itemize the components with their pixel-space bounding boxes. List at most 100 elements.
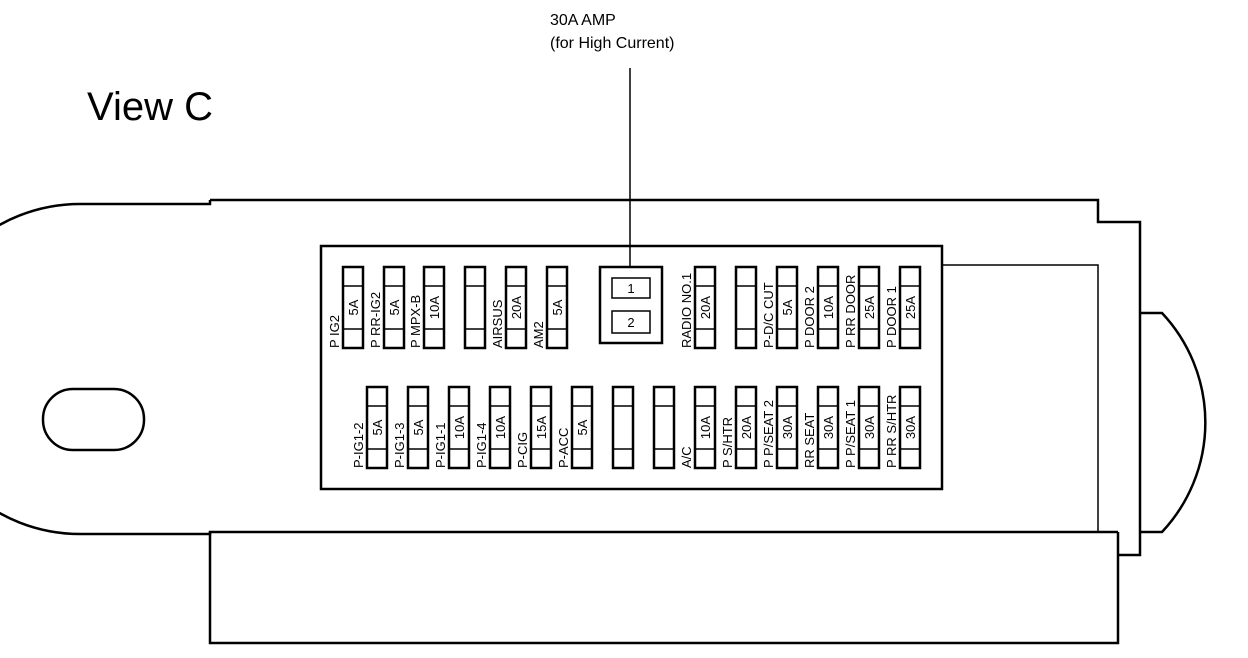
fuse-amp-rating: 20A [509,296,524,319]
fuse-circuit-label: AM2 [531,321,546,348]
relay-slot-1-number: 1 [627,281,634,296]
fuse-radio-no1: 20A RADIO NO.1 [679,265,717,350]
fuse-outline [463,265,487,350]
fuse-amp-rating: 10A [452,416,467,439]
mounting-hole [41,387,146,452]
relay-block [598,265,664,345]
fuse-outline [898,385,922,470]
fuse-outline [570,385,594,470]
fuse-rr-seat: 30A RR SEAT [802,385,840,470]
fuse-amp-rating: 10A [427,296,442,319]
housing-right-tab [1140,311,1207,534]
fuse-amp-rating: 15A [534,416,549,439]
fuse-outline [488,385,512,470]
fuse-outline [341,265,365,350]
fuse-amp-rating: 10A [821,296,836,319]
fuse-circuit-label: RR SEAT [802,413,817,468]
fuse-circuit-label: P MPX-B [408,295,423,348]
fuse-circuit-label: P RR DOOR [843,275,858,348]
fuse-outline [816,265,840,350]
fuse-outline [693,265,717,350]
fuse-amp-rating: 25A [903,296,918,319]
relay-slot-2-number: 2 [627,315,634,330]
fuse-spare-top-2 [734,265,758,350]
fuse-outline [775,265,799,350]
fuse-outline [816,385,840,470]
relay-slot-1 [611,277,651,299]
fuse-outline [529,385,553,470]
fuse-p-ig1-2: 5A P-IG1-2 [351,385,389,470]
fuse-circuit-label: P P/SEAT 1 [843,400,858,468]
fuse-panel [319,244,944,491]
fuse-amp-rating: 20A [698,296,713,319]
fuse-outline [504,265,528,350]
fuse-circuit-label: RADIO NO.1 [679,273,694,348]
fuse-p-door1: 25A P DOOR 1 [884,265,922,350]
fuse-amp-rating: 5A [411,419,426,435]
fuse-circuit-label: P DOOR 2 [802,286,817,348]
fuse-spare-bot-1 [611,385,635,470]
fuse-spare-top-1 [463,265,487,350]
fuse-amp-rating: 25A [862,296,877,319]
fuse-outline [898,265,922,350]
fuse-amp-rating: 30A [862,416,877,439]
fuse-outline [365,385,389,470]
fuse-circuit-label: P-IG1-2 [351,422,366,468]
fuse-p-rr-door: 25A P RR DOOR [843,265,881,350]
fuse-outline [734,385,758,470]
fuse-outline [447,385,471,470]
fuse-outline [545,265,569,350]
fuse-circuit-label: P-IG1-1 [433,422,448,468]
view-title: View C [87,85,213,129]
fuse-ac: 10A A/C [679,385,717,470]
fuse-spare-bot-2 [652,385,676,470]
relay-slot-2 [611,310,651,334]
callout-line-2: (for High Current) [550,35,674,52]
fuse-p-acc: 5A P-ACC [556,385,594,470]
fuse-circuit-label: P RR S/HTR [884,395,899,468]
fuse-circuit-label: P P/SEAT 2 [761,400,776,468]
fuse-p-dc-cut: 5A P-D/C CUT [761,265,799,350]
callout-line-1: 30A AMP [550,12,616,29]
fuse-amp-rating: 5A [575,419,590,435]
fuse-outline [422,265,446,350]
fuse-p-cig: 15A P-CIG [515,385,553,470]
fuse-amp-rating: 5A [780,299,795,315]
fuse-outline [652,385,676,470]
fuse-circuit-label: P IG2 [327,315,342,348]
fuse-amp-rating: 10A [493,416,508,439]
fuse-outline [611,385,635,470]
fuse-circuit-label: A/C [679,446,694,468]
fuse-circuit-label: P-CIG [515,432,530,468]
fuse-p-ig1-3: 5AP-IG1-3 [392,385,430,470]
fuse-amp-rating: 10A [698,416,713,439]
fuse-amp-rating: 5A [370,419,385,435]
fuse-circuit-label: AIRSUS [490,299,505,348]
fuse-amp-rating: 5A [387,299,402,315]
fuse-outline [734,265,758,350]
fuse-amp-rating: 20A [739,416,754,439]
fuse-amp-rating: 30A [821,416,836,439]
fuse-p-rr-ig2: 5A P RR-IG2 [368,265,406,350]
fuse-p-p-seat1: 30A P P/SEAT 1 [843,385,881,470]
fuse-circuit-label: P-D/C CUT [761,282,776,348]
fuse-outline [775,385,799,470]
fuse-outline [382,265,406,350]
fuse-circuit-label: P RR-IG2 [368,292,383,348]
fuse-p-door2: 10A P DOOR 2 [802,265,840,350]
fuse-outline [857,265,881,350]
fuse-outline [406,385,430,470]
fuse-p-ig2: 5AP IG2 [327,265,365,350]
fuse-circuit-label: P DOOR 1 [884,286,899,348]
housing-inner-rail [942,264,1099,532]
housing-outline [0,198,1142,557]
fuse-p-mpx-b: 10A P MPX-B [408,265,446,350]
fuse-outline [857,385,881,470]
fuse-circuit-label: P-ACC [556,428,571,468]
housing-lower-extension [208,532,1120,645]
